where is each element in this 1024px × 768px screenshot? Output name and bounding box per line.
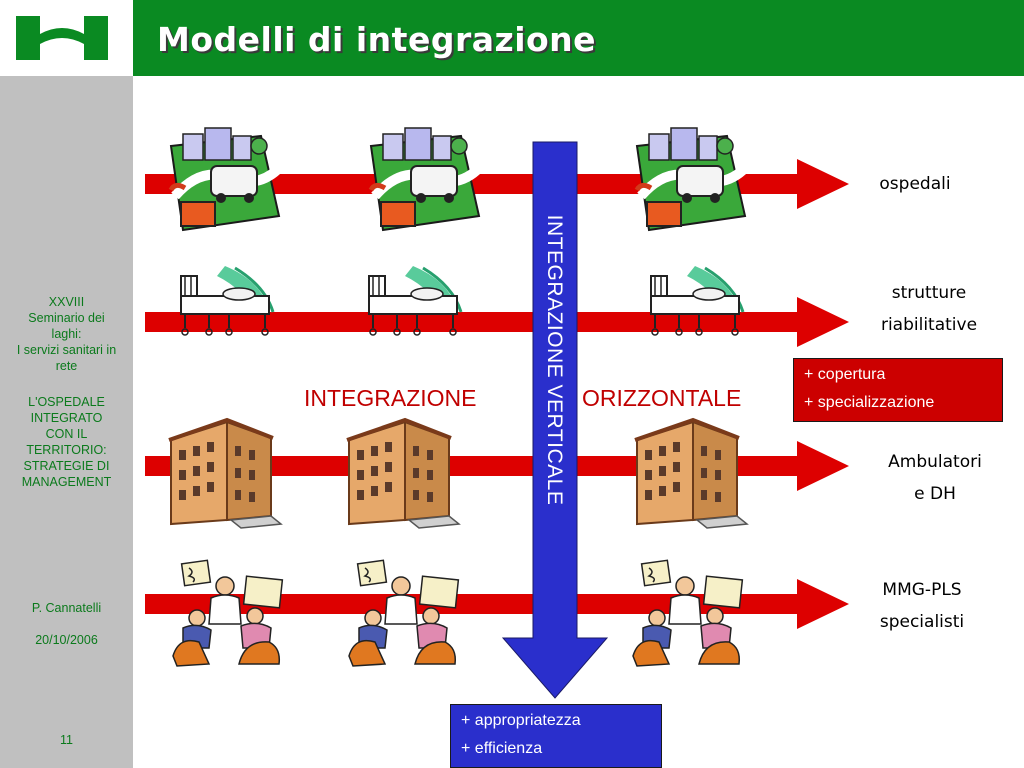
- sidebar-line: STRATEGIE DI: [23, 459, 110, 473]
- hospital-icon: [637, 128, 745, 230]
- benefit-item: + copertura: [804, 366, 886, 383]
- horizontal-arrows: [145, 159, 849, 629]
- sidebar-line: Seminario dei: [28, 311, 105, 325]
- sidebar-author: P. Cannatelli: [31, 601, 102, 615]
- outpatient-building-icon: [633, 418, 749, 530]
- integration-diagram: [133, 76, 1024, 768]
- benefit-item: + efficienza: [461, 740, 543, 757]
- row-label-strutture: strutture riabilitative: [860, 277, 998, 341]
- sidebar-event-info: XXVIII Seminario dei laghi: I servizi sa…: [4, 294, 129, 374]
- arrow-ambulatori: [145, 441, 849, 491]
- outpatient-building-icon: [345, 418, 461, 530]
- sidebar: XXVIII Seminario dei laghi: I servizi sa…: [0, 76, 133, 768]
- sidebar-line: L'OSPEDALE: [28, 395, 105, 409]
- h-logo-icon: [16, 16, 108, 60]
- logo: [0, 0, 133, 76]
- header-bar: Modelli di integrazione: [133, 0, 1024, 76]
- sidebar-line: XXVIII: [48, 295, 85, 309]
- arrow-strutture: [145, 297, 849, 347]
- sidebar-subject: L'OSPEDALE INTEGRATO CON IL TERRITORIO: …: [4, 394, 129, 490]
- hospital-icon: [171, 128, 279, 230]
- horizontal-benefits-box: + copertura + specializzazione: [793, 358, 1003, 422]
- sidebar-line: rete: [55, 359, 78, 373]
- sidebar-line: TERRITORIO:: [26, 443, 107, 457]
- row-label-line: riabilitative: [880, 315, 978, 335]
- arrow-ospedali: [145, 159, 849, 209]
- sidebar-line: I servizi sanitari in: [16, 343, 117, 357]
- row-label-line: strutture: [891, 283, 967, 303]
- sidebar-date: 20/10/2006: [35, 633, 98, 647]
- sidebar-line: laghi:: [51, 327, 82, 341]
- sidebar-line: MANAGEMENT: [21, 475, 112, 489]
- row-label-mmg: MMG-PLS specialisti: [852, 574, 992, 638]
- horizontal-integration-label-left: INTEGRAZIONE: [300, 383, 481, 413]
- benefit-item: + appropriatezza: [461, 712, 581, 729]
- row-label-ambulatori: Ambulatori e DH: [866, 446, 1004, 510]
- row-label-ospedali: ospedali: [858, 168, 972, 200]
- horizontal-integration-label-right: ORIZZONTALE: [578, 383, 746, 413]
- vertical-integration-label: INTEGRAZIONE VERTICALE: [543, 214, 566, 506]
- vertical-benefits-box: + appropriatezza + efficienza: [450, 704, 662, 768]
- sidebar-line: INTEGRATO: [30, 411, 103, 425]
- hospital-icon: [371, 128, 479, 230]
- page-title: Modelli di integrazione: [157, 20, 597, 59]
- arrow-mmg: [145, 579, 849, 629]
- row-label-line: e DH: [914, 484, 956, 504]
- vertical-arrow: [501, 141, 609, 699]
- outpatient-building-icon: [167, 418, 283, 530]
- row-label-line: specialisti: [879, 612, 965, 632]
- row-label-line: Ambulatori: [888, 452, 982, 472]
- benefit-item: + specializzazione: [804, 394, 935, 411]
- row-label-line: ospedali: [879, 174, 951, 194]
- sidebar-line: CON IL: [45, 427, 88, 441]
- row-label-line: MMG-PLS: [882, 580, 962, 600]
- page-number: 11: [60, 733, 73, 747]
